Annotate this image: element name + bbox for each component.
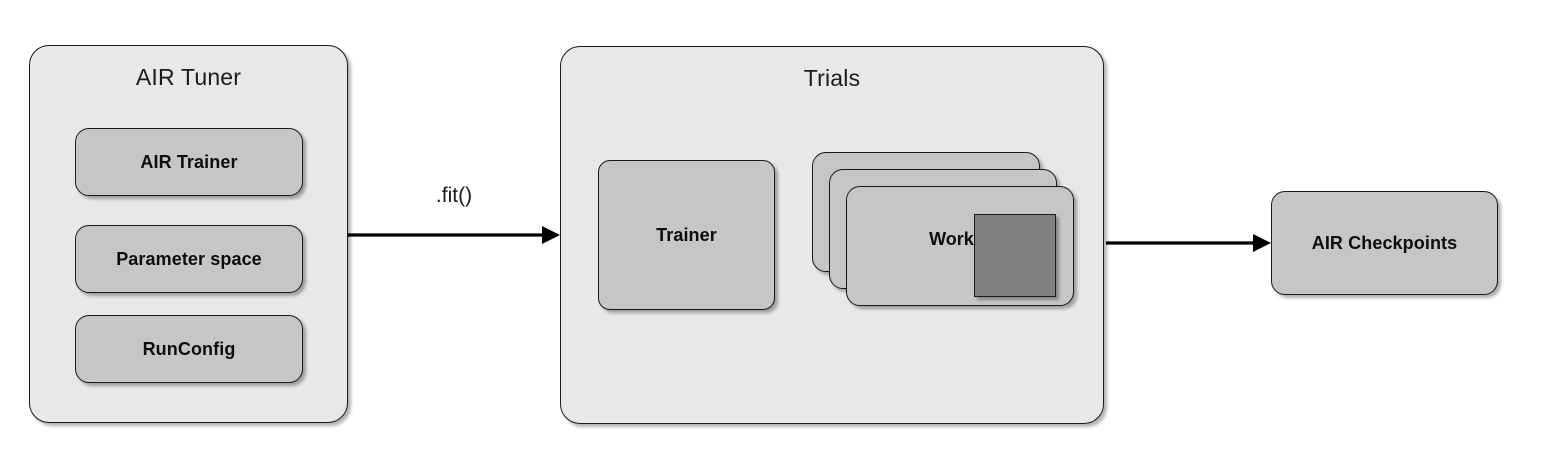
arrow-checkpoint [1106,234,1271,252]
arrow-fit-label: .fit() [435,184,473,207]
node-air-checkpoints[interactable]: AIR Checkpoints [1271,191,1498,295]
gpu-icon [974,214,1056,297]
node-air-trainer-label: AIR Trainer [140,151,238,172]
node-run-config[interactable]: RunConfig [75,315,303,383]
arrow-fit [348,226,560,244]
node-trainer[interactable]: Trainer [598,160,775,310]
node-run-config-label: RunConfig [142,338,236,359]
node-parameter-space[interactable]: Parameter space [75,225,303,293]
group-trials-title: Trials [803,65,861,91]
node-air-checkpoints-label: AIR Checkpoints [1311,232,1458,253]
group-air-tuner-title: AIR Tuner [135,64,242,90]
node-parameter-space-label: Parameter space [116,248,262,269]
node-trainer-label: Trainer [656,224,717,245]
node-air-trainer[interactable]: AIR Trainer [75,128,303,196]
